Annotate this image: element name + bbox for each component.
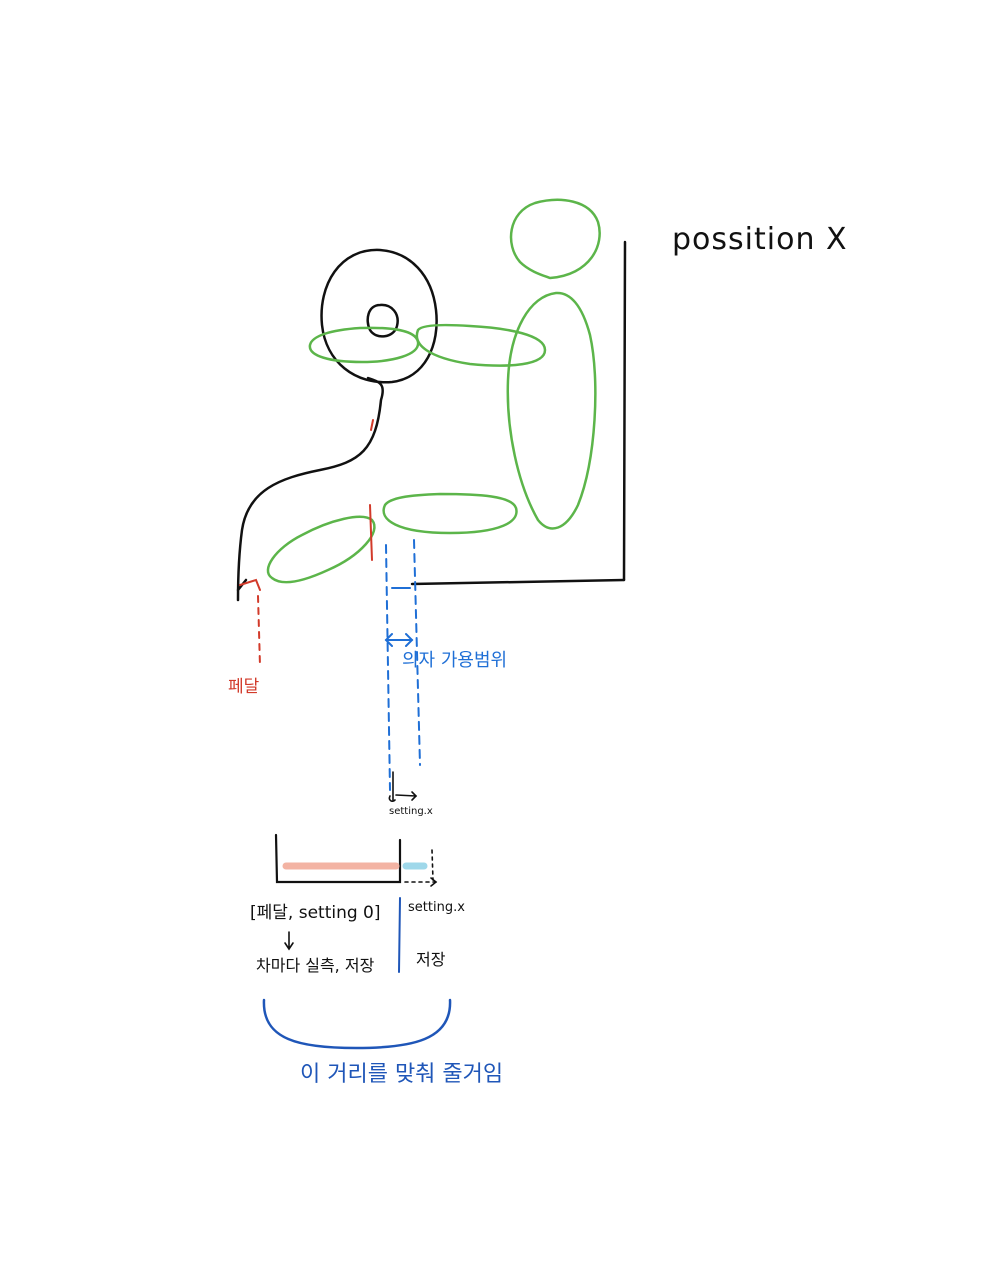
save-label: 저장 xyxy=(416,950,446,969)
person-shin xyxy=(266,515,376,584)
range-arrow-head-right xyxy=(405,633,414,647)
column-red-mark xyxy=(370,419,374,431)
person-upper-arm xyxy=(415,323,547,367)
measure-per-car-label: 차마다 실측, 저장 xyxy=(256,956,375,975)
bottom-note: 이 거리를 맞춰 줄거임 xyxy=(300,1062,504,1087)
person-figure xyxy=(266,198,601,584)
knee-mark xyxy=(369,504,373,561)
range-arrow-head-left xyxy=(384,633,393,647)
person-thigh xyxy=(382,492,518,535)
pedal-dashed-line xyxy=(257,595,261,667)
bottom-brace xyxy=(262,998,452,1050)
pedal-marks xyxy=(239,419,374,667)
seat-range-marks xyxy=(384,539,421,791)
steering-wheel-rim xyxy=(320,248,438,384)
title-label: possition X xyxy=(672,222,848,257)
steering-wheel xyxy=(236,248,438,602)
person-forearm xyxy=(308,326,420,364)
range-line-right xyxy=(413,539,421,766)
pedal-label: 페달 xyxy=(228,677,260,697)
pedal-contact-mark xyxy=(239,578,261,591)
down-arrow xyxy=(284,931,294,951)
pedal-setting-range-label: [페달, setting 0] xyxy=(250,903,381,923)
bar-dotted-end xyxy=(431,849,434,881)
setting-x-label: setting.x xyxy=(389,806,433,817)
steering-column xyxy=(236,376,385,602)
seat-range-label: 의자 가용범위 xyxy=(402,650,508,671)
person-head xyxy=(509,198,601,280)
steering-wheel-hub xyxy=(366,303,399,338)
setting-marker xyxy=(388,771,418,803)
bar-bracket xyxy=(274,833,402,884)
seat-back-line xyxy=(622,240,627,582)
seat-base-line xyxy=(410,578,626,586)
measurement-bar xyxy=(274,833,438,887)
seat-frame xyxy=(410,240,627,586)
range-line-left xyxy=(385,544,391,791)
column-divider-line xyxy=(398,897,401,973)
person-torso xyxy=(506,291,597,530)
table-divider xyxy=(284,897,401,973)
setting-x-column-label: setting.x xyxy=(408,900,465,915)
